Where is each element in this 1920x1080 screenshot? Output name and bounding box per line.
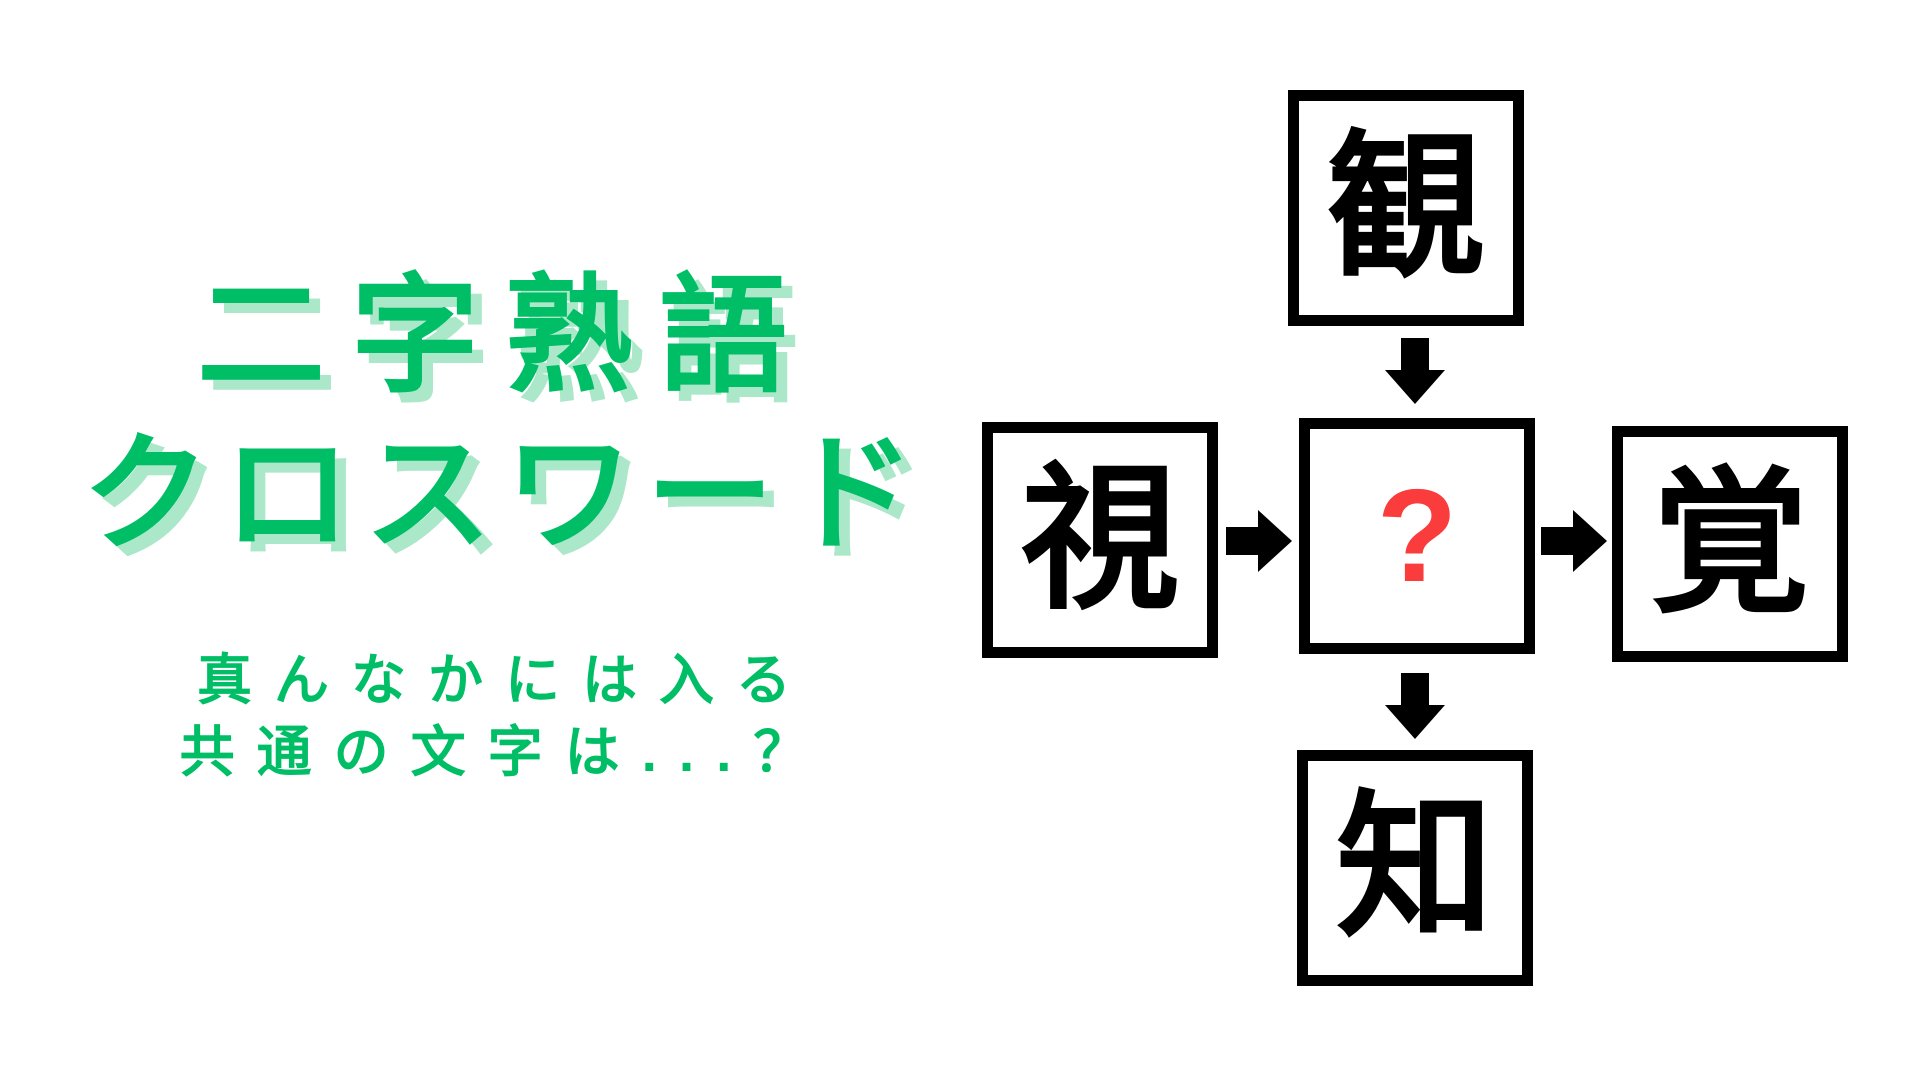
crossword-diagram: 観 視 ? 覚 知 bbox=[960, 70, 1880, 1010]
page-title-line-1: 二字熟語 bbox=[0, 258, 1010, 416]
kanji-left: 視 bbox=[1021, 452, 1179, 628]
kanji-cell-top: 観 bbox=[1288, 90, 1524, 326]
intro-text-block: 二字熟語 クロスワード 真んなかには入る 共通の文字は...？ bbox=[0, 258, 1010, 788]
title-text-nijijukugo: 二字熟語 bbox=[196, 265, 813, 408]
kanji-top: 観 bbox=[1327, 120, 1485, 296]
mystery-question-mark: ? bbox=[1376, 462, 1458, 609]
title-text-crossword: クロスワード bbox=[81, 423, 928, 566]
kanji-bottom: 知 bbox=[1336, 780, 1494, 956]
kanji-cell-left: 視 bbox=[982, 422, 1218, 658]
kanji-right: 覚 bbox=[1651, 456, 1809, 632]
arrow-right-icon bbox=[1541, 510, 1607, 572]
arrow-down-icon bbox=[1385, 673, 1445, 739]
mystery-cell: ? bbox=[1299, 418, 1535, 654]
kanji-cell-right: 覚 bbox=[1612, 426, 1848, 662]
prompt-line-1: 真んなかには入る bbox=[196, 649, 813, 711]
kanji-cell-bottom: 知 bbox=[1297, 750, 1533, 986]
arrow-right-icon bbox=[1226, 510, 1292, 572]
page-title-line-2: クロスワード bbox=[0, 416, 1010, 574]
arrow-down-icon bbox=[1385, 338, 1445, 404]
prompt-line-2: 共通の文字は...？ bbox=[179, 721, 831, 783]
puzzle-question-prompt: 真んなかには入る 共通の文字は...？ bbox=[0, 644, 1010, 788]
